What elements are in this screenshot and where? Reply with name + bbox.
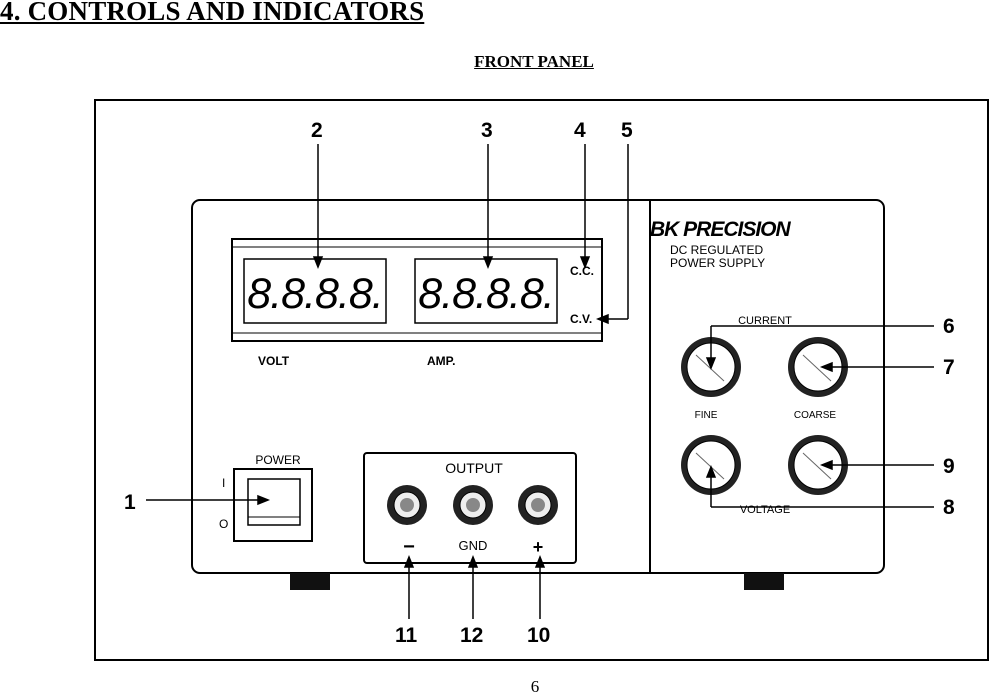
amp-label: AMP. — [427, 354, 455, 368]
callout-12: 12 — [460, 624, 483, 647]
fine-label: FINE — [695, 410, 718, 421]
gnd-label: GND — [459, 538, 488, 553]
callout-2: 2 — [311, 119, 323, 142]
plus-label: + — [533, 537, 544, 557]
minus-label: − — [403, 536, 415, 558]
model-line-2: POWER SUPPLY — [670, 256, 765, 270]
terminal-minus — [387, 485, 427, 525]
page-number: 6 — [530, 677, 540, 696]
callout-4: 4 — [574, 119, 586, 142]
cc-indicator-label: C.C. — [570, 264, 594, 278]
callout-7: 7 — [943, 356, 955, 379]
amp-display-window — [414, 258, 558, 324]
model-line-1: DC REGULATED — [670, 243, 763, 257]
volt-display-window — [243, 258, 387, 324]
callout-1: 1 — [124, 491, 136, 514]
figure-subheading: FRONT PANEL — [474, 52, 594, 71]
power-on-label: I — [222, 476, 225, 490]
brand-logo: BK PRECISION — [650, 218, 792, 241]
amp-digits: 8.8.8.8. — [418, 270, 553, 318]
callout-3: 3 — [481, 119, 493, 142]
callout-11: 11 — [395, 624, 418, 647]
right-foot — [744, 573, 784, 590]
terminal-plus — [518, 485, 558, 525]
callout-5: 5 — [621, 119, 633, 142]
voltage-label: VOLTAGE — [740, 504, 790, 516]
callout-9: 9 — [943, 455, 955, 478]
current-label: CURRENT — [738, 315, 792, 327]
terminal-gnd — [453, 485, 493, 525]
front-panel-illustration: 8.8.8.8. 8.8.8.8. C.C. C.V. VOLT AMP. PO… — [124, 119, 955, 647]
voltage-coarse-knob — [788, 435, 848, 495]
cv-indicator-label: C.V. — [570, 312, 592, 326]
current-coarse-knob — [788, 337, 848, 397]
coarse-label: COARSE — [794, 410, 837, 421]
volt-label: VOLT — [258, 354, 290, 368]
figure-frame — [94, 99, 989, 661]
power-label: POWER — [255, 453, 301, 467]
volt-digits: 8.8.8.8. — [247, 270, 382, 318]
callout-8: 8 — [943, 496, 955, 519]
section-heading: 4. CONTROLS AND INDICATORS — [0, 0, 425, 26]
callout-10: 10 — [527, 624, 550, 647]
power-switch-rocker — [247, 478, 301, 526]
callout-6: 6 — [943, 315, 955, 338]
power-off-label: O — [219, 517, 228, 531]
output-label: OUTPUT — [445, 460, 503, 476]
left-foot — [290, 573, 330, 590]
